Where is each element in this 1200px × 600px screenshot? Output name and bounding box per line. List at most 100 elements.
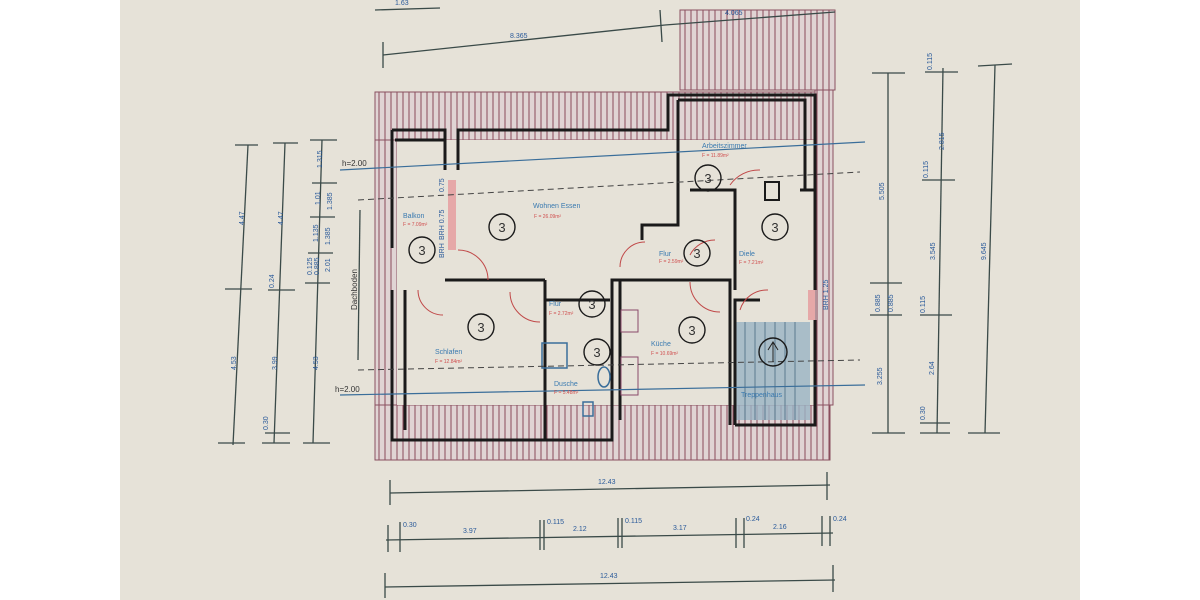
- window-label: BRH: [439, 243, 446, 258]
- svg-text:3: 3: [477, 320, 484, 335]
- room-area: F = 2.72m²: [549, 311, 574, 317]
- window-label: 0.75: [439, 178, 446, 192]
- svg-text:0.115: 0.115: [923, 161, 930, 178]
- walls: [390, 93, 817, 442]
- svg-text:3: 3: [593, 345, 600, 360]
- dachboden-label: Dachboden: [350, 269, 359, 310]
- svg-text:1.385: 1.385: [325, 227, 332, 245]
- kitchen-sink: [620, 356, 639, 396]
- svg-text:2.64: 2.64: [929, 361, 936, 375]
- svg-text:12.43: 12.43: [598, 479, 616, 486]
- svg-text:3: 3: [704, 171, 711, 186]
- stove: [620, 309, 639, 333]
- svg-text:3.17: 3.17: [673, 525, 687, 532]
- dims-top: 1.63 8.365 4.065: [374, 0, 836, 68]
- dims-bottom: 12.43 0.30 3.97 0.115 2.12 0.115 3.17 0.…: [384, 472, 847, 598]
- room-name: Küche: [651, 341, 671, 348]
- window: [808, 290, 815, 320]
- svg-text:4.47: 4.47: [239, 211, 246, 225]
- svg-text:3: 3: [688, 323, 695, 338]
- svg-text:1.01: 1.01: [315, 191, 322, 205]
- svg-text:0.885: 0.885: [875, 294, 882, 312]
- svg-text:0.30: 0.30: [403, 522, 417, 529]
- chimney: [764, 181, 780, 201]
- room-area: F = 11.89m²: [702, 153, 729, 159]
- room-name: Diele: [739, 251, 755, 258]
- height-line: [339, 384, 866, 396]
- svg-text:0.115: 0.115: [920, 296, 927, 313]
- svg-text:3.99: 3.99: [272, 356, 279, 370]
- svg-text:4.47: 4.47: [278, 211, 285, 225]
- svg-text:3: 3: [418, 243, 425, 258]
- svg-text:12.43: 12.43: [600, 573, 618, 580]
- svg-text:2.12: 2.12: [573, 526, 587, 533]
- svg-text:1.315: 1.315: [317, 150, 324, 168]
- toilet: [582, 401, 594, 417]
- doors: [417, 169, 769, 323]
- svg-text:0.125: 0.125: [307, 257, 314, 275]
- svg-text:4.53: 4.53: [231, 356, 238, 370]
- ridge-line: [357, 359, 861, 371]
- svg-text:8.365: 8.365: [510, 33, 528, 40]
- room-area: F = 7.21m²: [739, 260, 764, 266]
- level-label: h=2.00: [335, 385, 360, 394]
- svg-text:4.065: 4.065: [725, 10, 743, 17]
- room-name: Wohnen Essen: [533, 203, 580, 210]
- height-line: [339, 141, 866, 171]
- dachboden-line: [357, 209, 361, 361]
- svg-text:0.115: 0.115: [547, 519, 564, 526]
- svg-text:0.24: 0.24: [746, 516, 760, 523]
- ridge-line: [357, 171, 861, 201]
- svg-text:0.30: 0.30: [263, 416, 270, 430]
- svg-text:3.545: 3.545: [930, 242, 937, 260]
- room-name: Treppenhaus: [741, 392, 782, 399]
- svg-text:0.24: 0.24: [269, 274, 276, 288]
- room-name: Arbeitszimmer: [702, 143, 747, 150]
- shower-tray: [541, 342, 568, 369]
- svg-text:3.97: 3.97: [463, 528, 477, 535]
- window: [448, 180, 456, 250]
- room-area: F = 5.48m²: [554, 390, 579, 396]
- room-labels: Balkon F = 7.09m² Wohnen Essen F = 26.09…: [403, 143, 782, 399]
- svg-text:2.815: 2.815: [939, 132, 946, 150]
- room-name: Schlafen: [435, 349, 462, 356]
- window-label: BRH 0.75: [439, 210, 446, 240]
- room-name: Flur: [659, 251, 672, 258]
- room-area: F = 2.59m²: [659, 259, 684, 265]
- room-area: F = 26.09m²: [534, 214, 561, 220]
- room-name: Dusche: [554, 381, 578, 388]
- svg-text:0.30: 0.30: [920, 406, 927, 420]
- svg-text:3: 3: [693, 246, 700, 261]
- svg-text:2.16: 2.16: [773, 524, 787, 531]
- svg-text:2.01: 2.01: [325, 258, 332, 272]
- svg-text:0.24: 0.24: [833, 516, 847, 523]
- svg-text:3.255: 3.255: [877, 367, 884, 385]
- svg-text:0.885: 0.885: [888, 294, 895, 312]
- room-area: F = 12.84m²: [435, 359, 462, 365]
- svg-text:9.645: 9.645: [981, 242, 988, 260]
- window-label: BRH 1.25: [823, 280, 830, 310]
- dims-left: 4.47 4.53 4.47 0.24 3.99 0.30 1.315 1.01…: [218, 139, 337, 446]
- room-name: Flur: [549, 301, 562, 308]
- svg-text:3: 3: [771, 220, 778, 235]
- room-name: Balkon: [403, 213, 425, 220]
- svg-text:0.885: 0.885: [314, 257, 321, 275]
- svg-text:0.115: 0.115: [927, 53, 934, 70]
- room-markers: 3 3 3 3 3 3 3 3 3: [408, 164, 789, 367]
- room-area: F = 10.69m²: [651, 351, 678, 357]
- dims-right: 5.505 0.885 0.885 3.255 0.115 2.815 0.11…: [870, 53, 1013, 434]
- sink: [597, 366, 611, 388]
- room-area: F = 7.09m²: [403, 222, 428, 228]
- svg-text:1.385: 1.385: [327, 192, 334, 210]
- stair: [735, 322, 810, 420]
- level-label: h=2.00: [342, 159, 367, 168]
- svg-text:0.115: 0.115: [625, 518, 642, 525]
- svg-text:3: 3: [498, 220, 505, 235]
- svg-text:4.53: 4.53: [313, 356, 320, 370]
- svg-text:1.135: 1.135: [313, 224, 320, 242]
- roof-hatch: [374, 9, 836, 461]
- svg-text:5.505: 5.505: [879, 182, 886, 200]
- svg-text:1.63: 1.63: [395, 0, 409, 7]
- svg-text:3: 3: [588, 297, 595, 312]
